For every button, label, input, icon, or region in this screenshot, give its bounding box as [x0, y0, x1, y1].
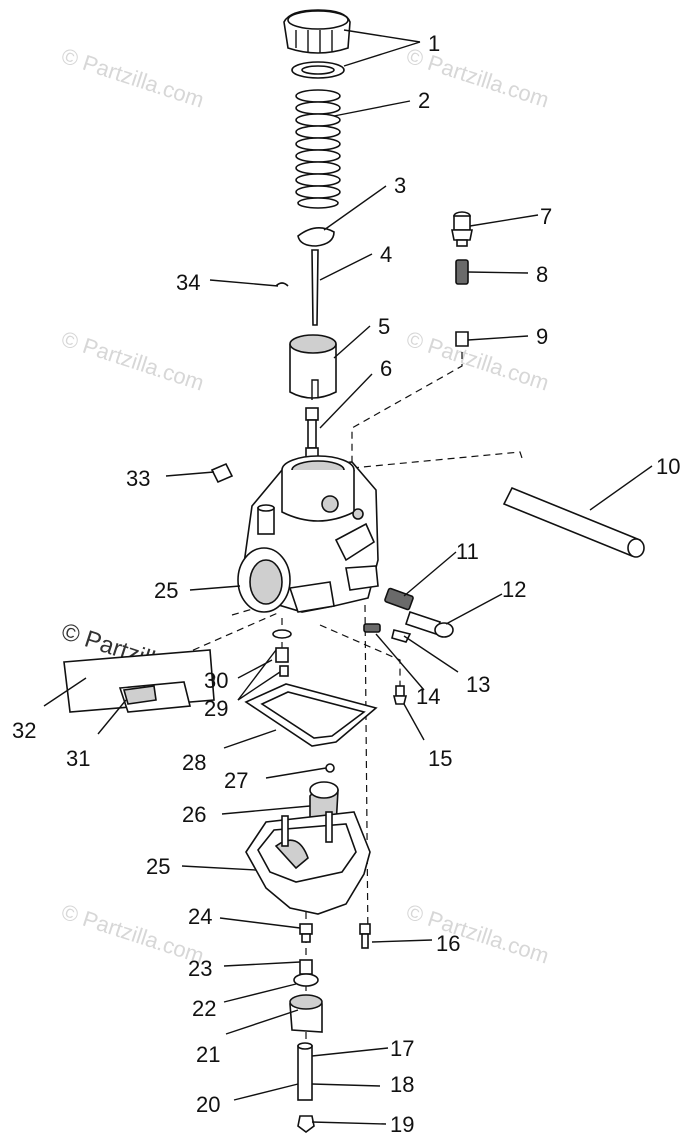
callout-8: 8 — [536, 262, 548, 287]
throttle-slide-part-5 — [289, 334, 337, 400]
screw-part-16 — [359, 923, 371, 949]
callout-9: 9 — [536, 324, 548, 349]
callout-27: 27 — [224, 768, 248, 793]
drain-tube-part-20 — [297, 1042, 313, 1101]
float-bowl-plug-part-21 — [289, 994, 323, 1033]
callout-2: 2 — [418, 88, 430, 113]
drain-plug-part-24 — [299, 923, 313, 943]
callout-32: 32 — [12, 718, 36, 743]
callout-7: 7 — [540, 204, 552, 229]
carburetor-body-part-25 — [237, 455, 379, 613]
callout-24: 24 — [188, 904, 212, 929]
pilot-air-screw-part-7 — [451, 211, 473, 247]
callout-28: 28 — [182, 750, 206, 775]
float-pin-part-27 — [325, 763, 335, 773]
callout-18: 18 — [390, 1072, 414, 1097]
watermark: © Partzilla.com — [403, 326, 552, 396]
callout-26: 26 — [182, 802, 206, 827]
callout-19: 19 — [390, 1112, 414, 1137]
clip-plate-part-3 — [297, 227, 335, 247]
callout-16: 16 — [436, 931, 460, 956]
throttle-stop-spring-part-11 — [384, 587, 414, 611]
callout-34: 34 — [176, 270, 200, 295]
callout-13: 13 — [466, 672, 490, 697]
callout-31: 31 — [66, 746, 90, 771]
callout-11: 11 — [456, 539, 479, 564]
watermark: © Partzilla.com — [403, 899, 552, 969]
jet-part-23 — [299, 959, 313, 975]
washer-part-9 — [455, 331, 469, 347]
callout-14: 14 — [416, 684, 440, 709]
callout-labels: 1 2 3 4 5 6 7 8 9 10 11 12 13 14 15 16 1… — [12, 31, 680, 1137]
leader-lines — [43, 29, 653, 1125]
callout-1: 1 — [428, 31, 440, 56]
pilot-jet-part-30 — [272, 629, 292, 663]
callout-6: 6 — [380, 356, 392, 381]
callout-4: 4 — [380, 242, 392, 267]
small-screw-part-15 — [392, 685, 408, 705]
plug-part-33 — [210, 462, 234, 484]
callout-25-body: 25 — [154, 578, 178, 603]
callout-33: 33 — [126, 466, 150, 491]
cap-part-1 — [283, 9, 351, 79]
throttle-stop-screw-part-12 — [404, 610, 454, 638]
callout-25-bowl: 25 — [146, 854, 170, 879]
watermark: © Partzilla.com — [58, 899, 207, 969]
cover-part-31 — [122, 685, 157, 705]
float-bowl-part-25 — [245, 811, 371, 915]
callout-29: 29 — [204, 696, 228, 721]
pilot-spring-part-8 — [455, 259, 469, 285]
watermark: © Partzilla.com — [58, 43, 207, 113]
callout-3: 3 — [394, 173, 406, 198]
spring-part-2 — [295, 89, 341, 209]
callout-15: 15 — [428, 746, 452, 771]
callout-12: 12 — [502, 577, 526, 602]
watermark: © Partzilla.com — [58, 326, 207, 396]
callout-10: 10 — [656, 454, 680, 479]
callout-21: 21 — [196, 1042, 220, 1067]
nut-part-19 — [297, 1115, 315, 1133]
callout-17: 17 — [390, 1036, 414, 1061]
e-clip-part-34 — [275, 282, 289, 287]
parts — [63, 9, 645, 1133]
needle-part-4 — [311, 249, 319, 326]
gasket-part-28 — [244, 683, 378, 747]
callout-30: 30 — [204, 668, 228, 693]
callout-5: 5 — [378, 314, 390, 339]
screw-part-14 — [391, 629, 412, 643]
jet-part-29 — [279, 665, 289, 677]
needle-jet-part-6 — [305, 407, 319, 459]
callout-20: 20 — [196, 1092, 220, 1117]
spring-part-13 — [363, 623, 381, 633]
o-ring-part-22 — [293, 973, 319, 987]
hose-part-10 — [502, 486, 645, 558]
callout-22: 22 — [192, 996, 216, 1021]
callout-23: 23 — [188, 956, 212, 981]
